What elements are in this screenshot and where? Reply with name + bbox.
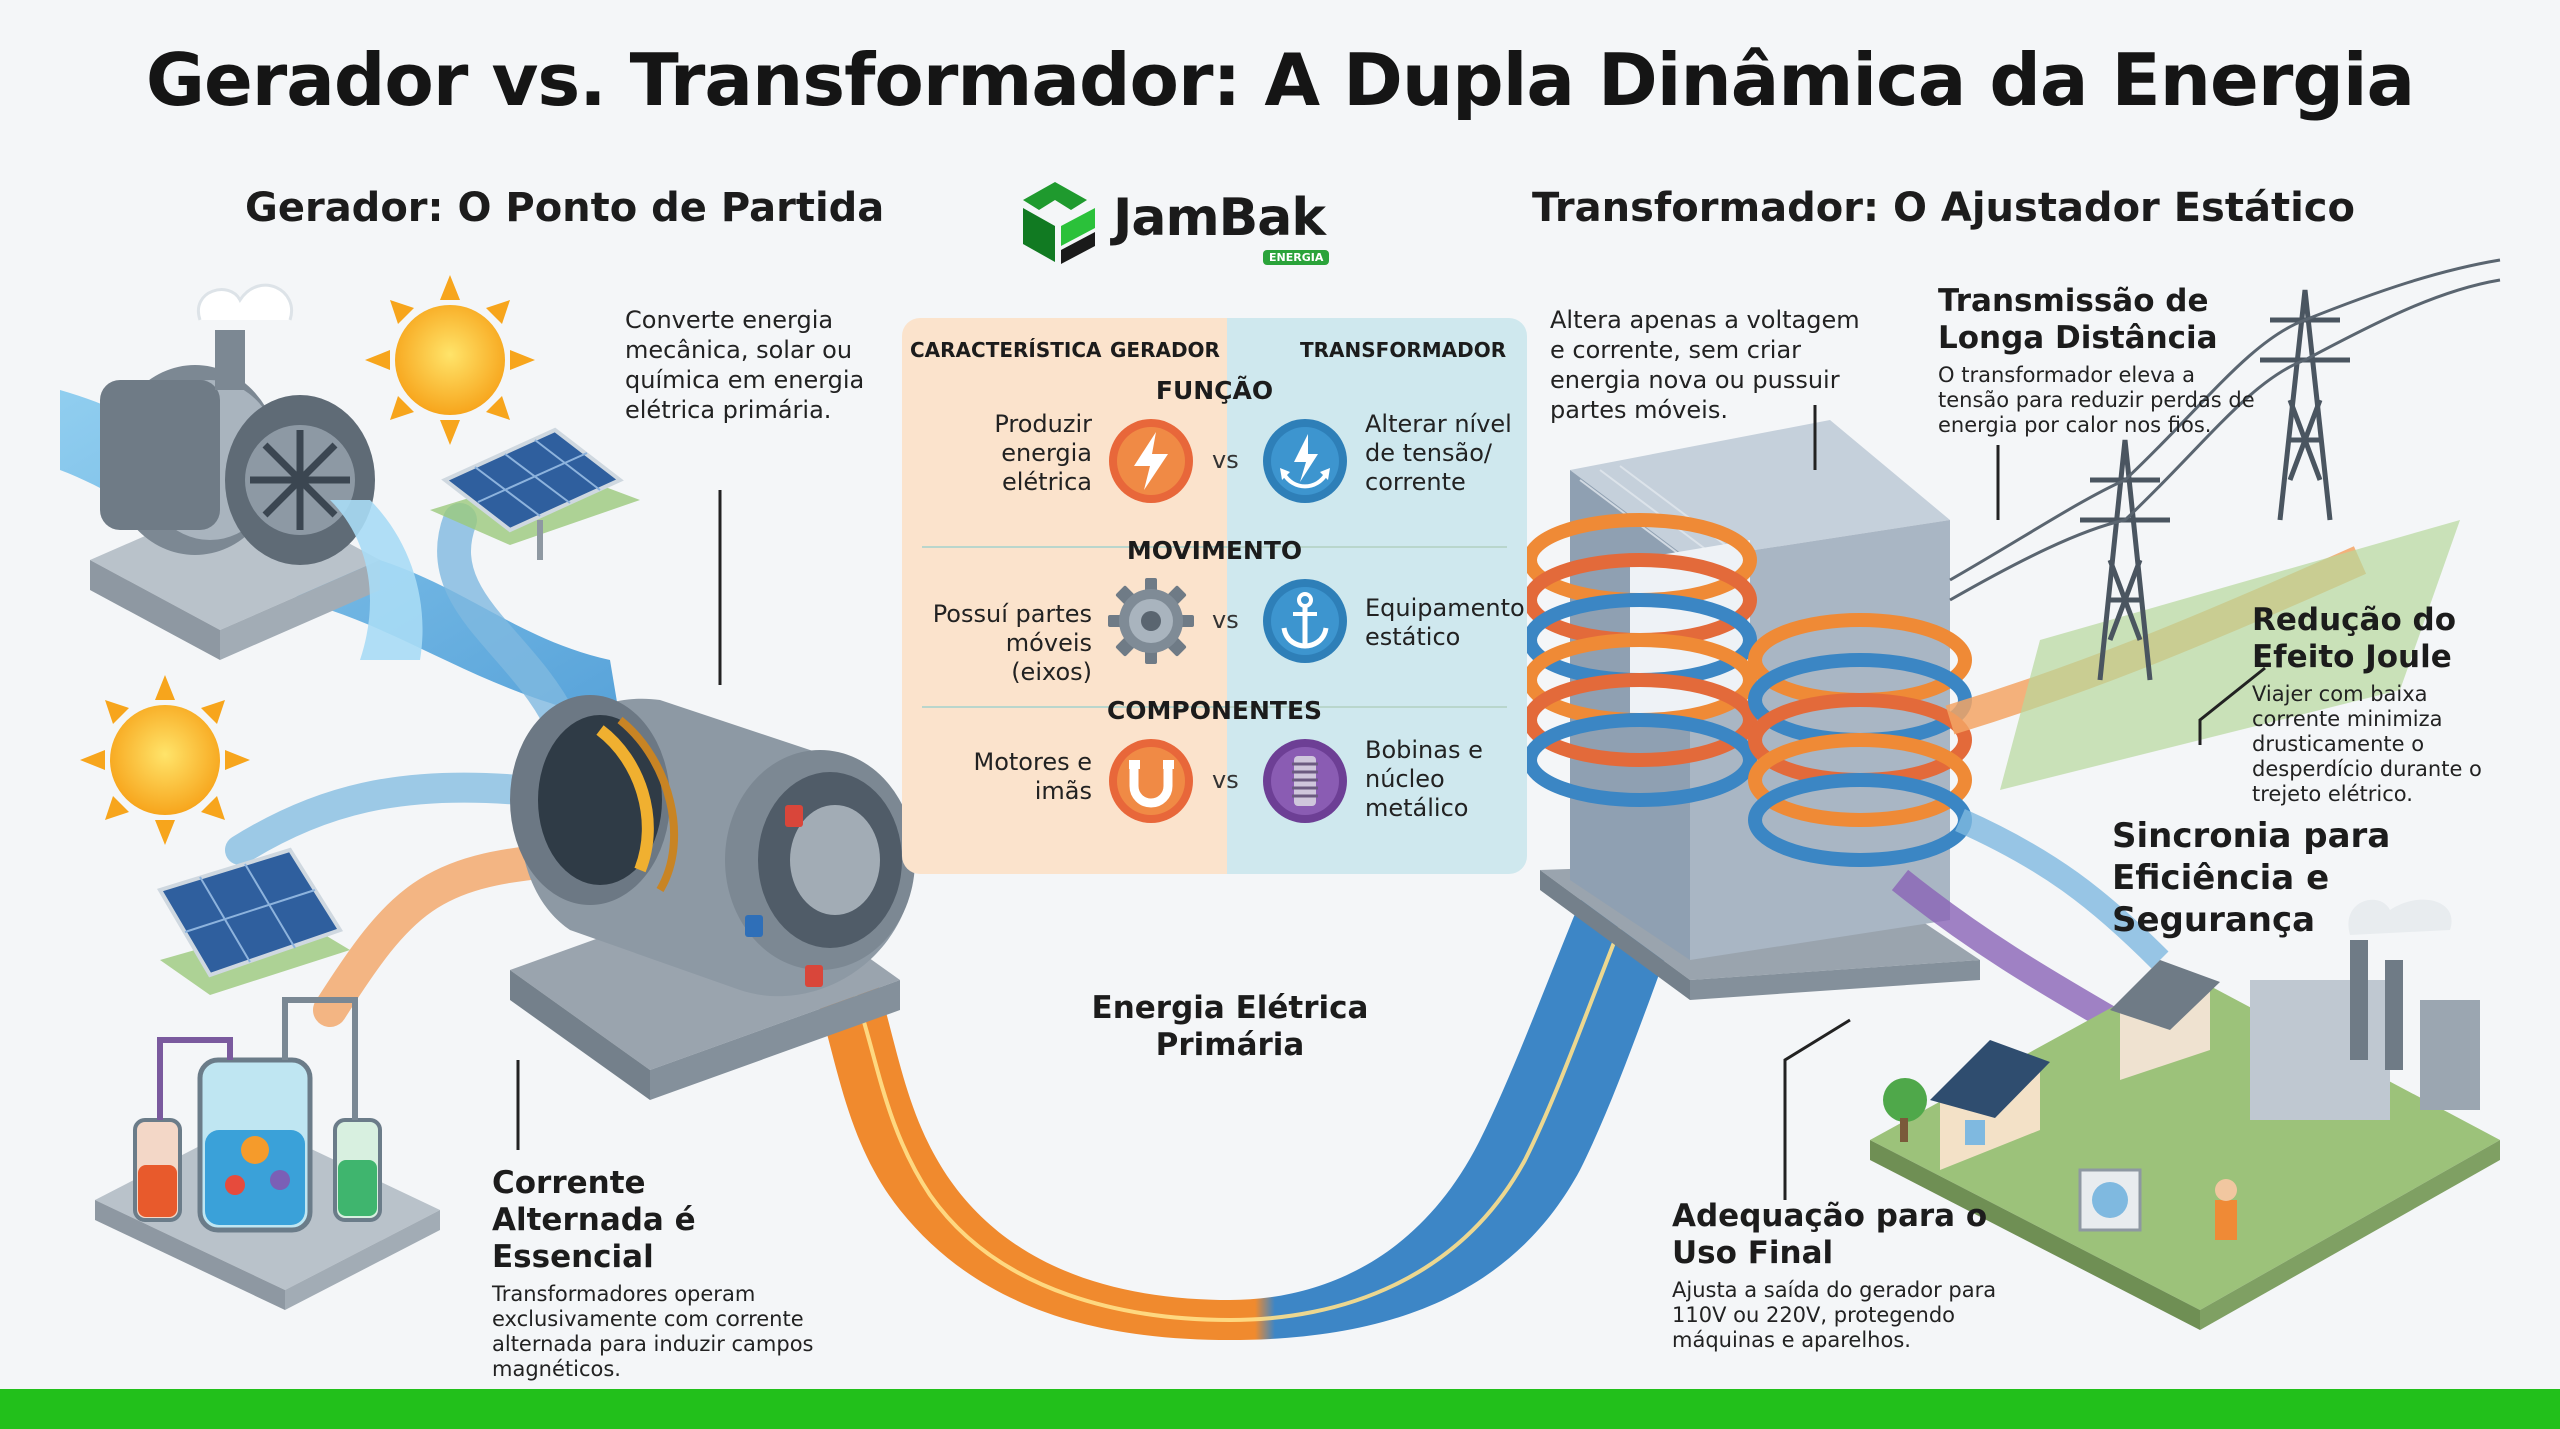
sun-top — [365, 275, 535, 445]
transmission-towers — [1949, 258, 2501, 790]
magnet-icon — [1109, 739, 1193, 823]
logo: JamBak ENERGIA — [1015, 180, 1335, 270]
footer-bar — [0, 1389, 2560, 1429]
comparison-table: CARACTERÍSTICA GERADOR TRANSFORMADOR FUN… — [902, 318, 1527, 874]
solar-panel-left — [156, 847, 350, 995]
section-function: FUNÇÃO — [1155, 376, 1274, 405]
enduse-title: Adequação para o Uso Final — [1672, 1198, 1988, 1271]
chemistry-lab — [95, 997, 440, 1310]
vs-function: vs — [1212, 446, 1239, 474]
components-generator: Motores e imãs — [973, 748, 1093, 805]
hydro-turbine — [90, 283, 380, 660]
function-generator: Produzir energia elétrica — [994, 410, 1092, 496]
chem-line — [313, 843, 577, 1027]
section-movement: MOVIMENTO — [1126, 536, 1303, 565]
anchor-icon — [1263, 579, 1347, 663]
solar-line-left — [225, 772, 535, 865]
movement-generator: Possuí partes móveis (eixos) — [932, 600, 1092, 686]
vs-components: vs — [1212, 766, 1239, 794]
logo-badge: ENERGIA — [1263, 250, 1330, 265]
voltage-arrows-icon — [1263, 419, 1347, 503]
sync-block: Sincronia para Eficiência e Segurança — [2112, 815, 2412, 941]
leader-lines — [516, 405, 2266, 1200]
city-block — [1870, 899, 2500, 1330]
solar-panel-top — [430, 427, 640, 560]
generator — [510, 695, 915, 1100]
transmission-text: O transformador eleva a tensão para redu… — [1938, 363, 2255, 437]
divider — [922, 706, 1507, 708]
generator-heading: Gerador: O Ponto de Partida — [245, 185, 885, 231]
movement-transformer: Equipamento estático — [1365, 594, 1525, 651]
output-line-blue — [1955, 809, 2169, 969]
jambak-logo-icon — [1023, 182, 1095, 264]
enduse-block: Adequação para o Uso Final Ajusta a saíd… — [1672, 1198, 2002, 1353]
solar-line-top — [437, 503, 577, 737]
ac-block: Corrente Alternada é Essencial Transform… — [492, 1165, 822, 1382]
gear-icon — [1108, 578, 1194, 664]
lightning-icon — [1109, 419, 1193, 503]
transmission-block: Transmissão de Longa Distância O transfo… — [1938, 283, 2268, 438]
coil-right — [1748, 613, 1972, 867]
transformer-description: Altera apenas a voltagem e corrente, sem… — [1550, 306, 1860, 424]
header-generator: GERADOR — [1110, 338, 1220, 362]
transformer-heading: Transformador: O Ajustador Estático — [1532, 185, 2355, 231]
joule-title: Redução do Efeito Joule — [2252, 602, 2457, 675]
coil-icon — [1263, 739, 1347, 823]
joule-text: Viajer com baixa corrente minimiza drust… — [2252, 682, 2482, 806]
primary-energy-label: Energia Elétrica Primária — [1091, 990, 1369, 1063]
coil-left — [1523, 513, 1757, 807]
sync-title: Sincronia para Eficiência e Segurança — [2112, 816, 2391, 940]
sun-left — [80, 675, 250, 845]
transformer — [1523, 420, 1980, 1000]
header-characteristic: CARACTERÍSTICA — [910, 338, 1102, 362]
divider — [922, 546, 1507, 548]
joule-block: Redução do Efeito Joule Viajer com baixa… — [2252, 602, 2512, 807]
waterfall — [330, 500, 423, 660]
header-transformer: TRANSFORMADOR — [1300, 338, 1507, 362]
ac-text: Transformadores operam exclusivamente co… — [492, 1282, 814, 1381]
section-components: COMPONENTES — [1106, 696, 1323, 725]
generator-description: Converte energia mecânica, solar ou quím… — [625, 306, 865, 424]
function-transformer: Alterar nível de tensão/ corrente — [1365, 410, 1512, 496]
enduse-text: Ajusta a saída do gerador para 110V ou 2… — [1672, 1278, 1997, 1352]
transmission-title: Transmissão de Longa Distância — [1938, 283, 2218, 356]
ac-title: Corrente Alternada é Essencial — [492, 1165, 696, 1275]
vs-movement: vs — [1212, 606, 1239, 634]
logo-name: JamBak — [1113, 188, 1326, 248]
components-transformer: Bobinas e núcleo metálico — [1365, 736, 1483, 822]
page-title: Gerador vs. Transformador: A Dupla Dinâm… — [145, 38, 2415, 122]
